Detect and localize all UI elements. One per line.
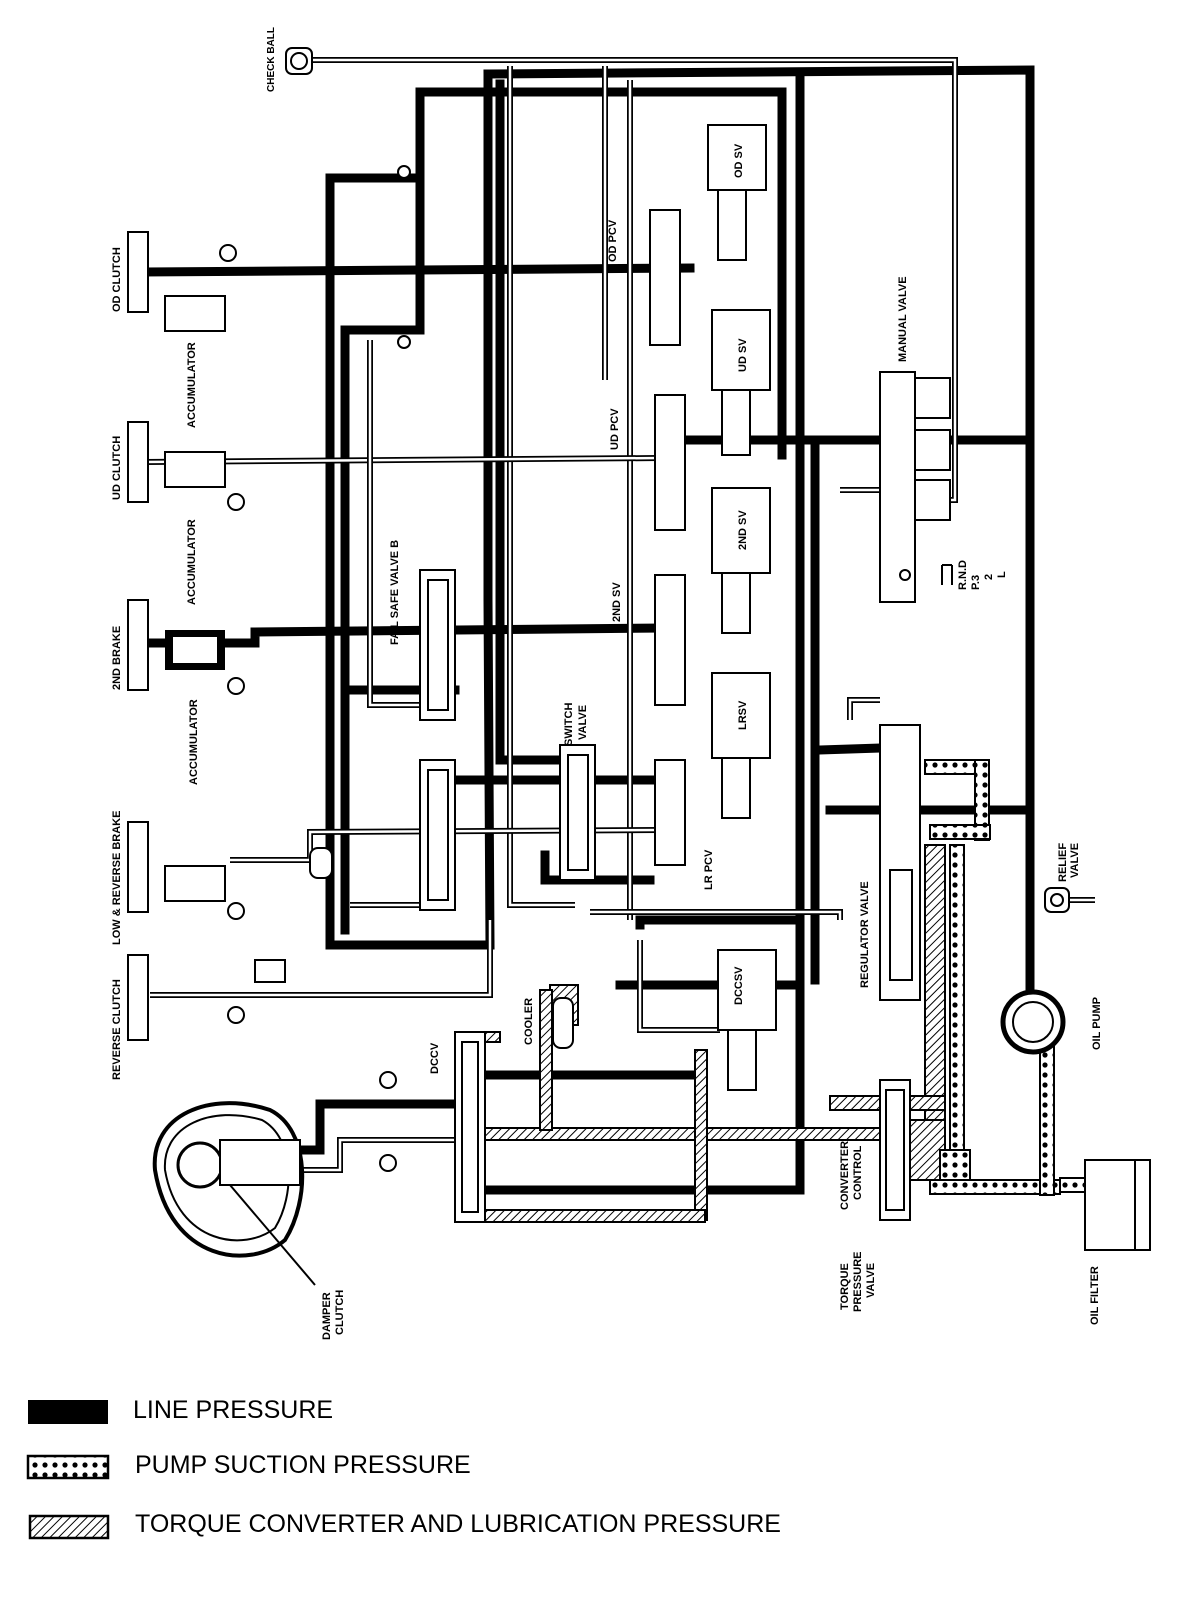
label-2nd-sv-left: 2ND SV [611,582,623,622]
pressure-taps [219,165,411,1172]
label-relief-valve-2: VALVE [1069,843,1081,878]
label-lr-pcv: LR PCV [703,849,715,890]
label-converter-control-2: CONTROL [852,1145,864,1200]
label-accumulator-1: ACCUMULATOR [186,342,198,428]
label-od-sv: OD SV [733,143,745,178]
label-dccsv: DCCSV [733,966,745,1005]
label-accumulator-2: ACCUMULATOR [186,519,198,605]
label-ud-sv: UD SV [737,338,749,372]
label-torque-pressure-valve-3: VALVE [865,1263,877,1298]
label-2nd-brake: 2ND BRAKE [111,626,123,690]
label-check-ball: CHECK BALL [266,27,277,92]
legend-swatch-pump-suction [26,1454,110,1480]
label-fail-safe-valve-b: FAIL SAFE VALVE B [389,540,401,645]
label-reverse-clutch: REVERSE CLUTCH [111,979,123,1080]
label-lrsv: LRSV [737,700,749,730]
label-cooler: COOLER [523,998,535,1045]
label-2nd-sv: 2ND SV [737,510,749,550]
check-ball [285,47,313,75]
clutch-plates [127,231,149,1041]
oil-filter-body [1084,1159,1151,1251]
label-damper-clutch-2: CLUTCH [334,1290,346,1335]
label-dccv: DCCV [429,1042,441,1074]
line-pressure-circuit [140,65,1035,1195]
label-switch-valve-1: SWITCH [563,703,575,746]
label-accumulator-3: ACCUMULATOR [188,699,200,785]
label-od-clutch: OD CLUTCH [111,247,123,312]
label-converter-control-1: CONVERTER [839,1141,851,1210]
label-oil-pump: OIL PUMP [1091,997,1103,1050]
legend-label-pump-suction: PUMP SUCTION PRESSURE [135,1451,471,1479]
label-gear-p3: P.3 [970,575,982,590]
pump-suction-circuit [924,759,1121,1196]
legend: LINE PRESSURE PUMP SUCTION PRESSURE TORQ… [26,1396,781,1540]
label-od-pcv: OD PCV [607,219,619,262]
legend-swatch-line-pressure [28,1400,108,1424]
dccsv-body [717,949,777,1091]
label-manual-valve: MANUAL VALVE [897,276,909,362]
label-oil-filter: OIL FILTER [1089,1266,1101,1325]
switch-valve-body [559,744,596,881]
accumulators [164,295,333,983]
label-gear-rnd: R.N.D [957,560,969,590]
label-gear-2: 2 [983,574,995,580]
pressure-control-valves [649,209,686,866]
label-torque-pressure-valve-1: TORQUE [839,1263,851,1310]
label-switch-valve-2: VALVE [577,705,589,740]
fail-safe-valves [419,569,456,911]
legend-swatch-torque-converter [28,1514,110,1540]
legend-label-line-pressure: LINE PRESSURE [133,1396,333,1424]
label-low-reverse-brake: LOW & REVERSE BRAKE [111,811,123,945]
dccv-body [454,1031,486,1223]
label-ud-pcv: UD PCV [609,408,621,450]
torque-converter [152,1101,316,1286]
cooler-body [552,997,574,1049]
converter-control-body [879,1079,911,1221]
legend-label-torque-converter: TORQUE CONVERTER AND LUBRICATION PRESSUR… [135,1510,781,1538]
component-labels: CHECK BALL OD CLUTCH ACCUMULATOR UD CLUT… [111,27,1103,1340]
solenoid-valves [707,124,771,819]
label-gear-l: L [996,571,1008,578]
manual-valve-body [879,371,953,603]
label-damper-clutch-1: DAMPER [321,1292,333,1340]
label-ud-clutch: UD CLUTCH [111,436,123,500]
label-regulator-valve: REGULATOR VALVE [859,881,871,988]
regulator-valve-body [879,724,921,1001]
label-relief-valve-1: RELIEF [1057,843,1069,882]
secondary-lines [144,57,1095,1173]
relief-valve-body [1044,887,1070,913]
oil-pump-body [1000,989,1066,1055]
label-torque-pressure-valve-2: PRESSURE [852,1251,864,1312]
